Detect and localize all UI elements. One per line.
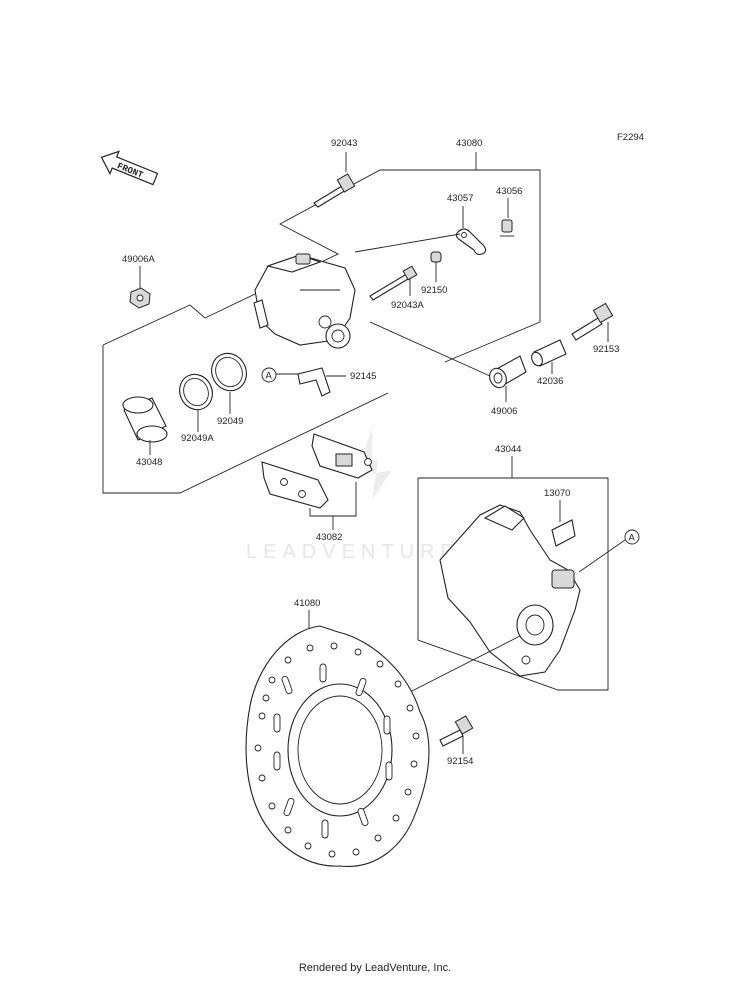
watermark: LEADVENTURE xyxy=(246,428,460,563)
cap-92150 xyxy=(430,251,442,282)
clip-92145 xyxy=(276,367,346,397)
label-92154: 92154 xyxy=(447,756,473,767)
callout-a-left: A xyxy=(261,367,277,383)
bolt-92153 xyxy=(571,302,614,342)
label-43082: 43082 xyxy=(316,532,342,543)
bolt-92043 xyxy=(313,152,356,208)
seal-92049A xyxy=(179,373,213,432)
boot-49006 xyxy=(489,355,527,402)
callout-a-right-label: A xyxy=(629,533,636,544)
label-92043: 92043 xyxy=(331,138,357,149)
diagram-code: F2294 xyxy=(617,132,644,143)
bolt-92154 xyxy=(439,715,474,754)
pads-43082 xyxy=(261,433,373,530)
label-92043A: 92043A xyxy=(391,300,424,311)
callout-a-left-label: A xyxy=(266,371,273,382)
label-13070: 13070 xyxy=(544,488,570,499)
seal-92049 xyxy=(211,352,247,414)
bracket-43044 xyxy=(439,504,581,677)
label-49006A: 49006A xyxy=(122,254,155,265)
piston-43048 xyxy=(122,396,168,455)
footer-credit: Rendered by LeadVenture, Inc. xyxy=(298,962,452,974)
label-43080: 43080 xyxy=(456,138,482,149)
watermark-text: LEADVENTURE xyxy=(246,541,460,563)
label-42036: 42036 xyxy=(537,376,563,387)
label-41080: 41080 xyxy=(294,598,320,609)
callout-a-right: A xyxy=(578,529,640,573)
label-92049: 92049 xyxy=(217,416,243,427)
label-43056: 43056 xyxy=(496,186,522,197)
clip-13070 xyxy=(551,500,576,547)
nut-49006A xyxy=(129,266,151,309)
caliper-body xyxy=(253,253,356,349)
banjo-43057 xyxy=(455,206,487,256)
label-92049A: 92049A xyxy=(181,433,214,444)
caliper-assembly-frame xyxy=(102,152,541,494)
disc-41080 xyxy=(245,610,430,867)
label-43057: 43057 xyxy=(447,193,473,204)
disc-slots xyxy=(273,663,393,839)
disc-holes xyxy=(254,642,420,858)
label-92145: 92145 xyxy=(350,371,376,382)
pin-92043A xyxy=(369,265,418,301)
bracket-frame xyxy=(417,456,609,691)
front-arrow-icon: FRONT xyxy=(100,150,159,186)
label-43044: 43044 xyxy=(495,444,521,455)
label-49006: 49006 xyxy=(491,406,517,417)
sleeve-42036 xyxy=(531,339,567,374)
part-labels: 92043 43080 43057 43056 49006A 92150 920… xyxy=(122,138,619,767)
bleeder-43056 xyxy=(500,198,514,237)
label-43048: 43048 xyxy=(136,457,162,468)
label-92153: 92153 xyxy=(593,344,619,355)
label-92150: 92150 xyxy=(421,285,447,296)
